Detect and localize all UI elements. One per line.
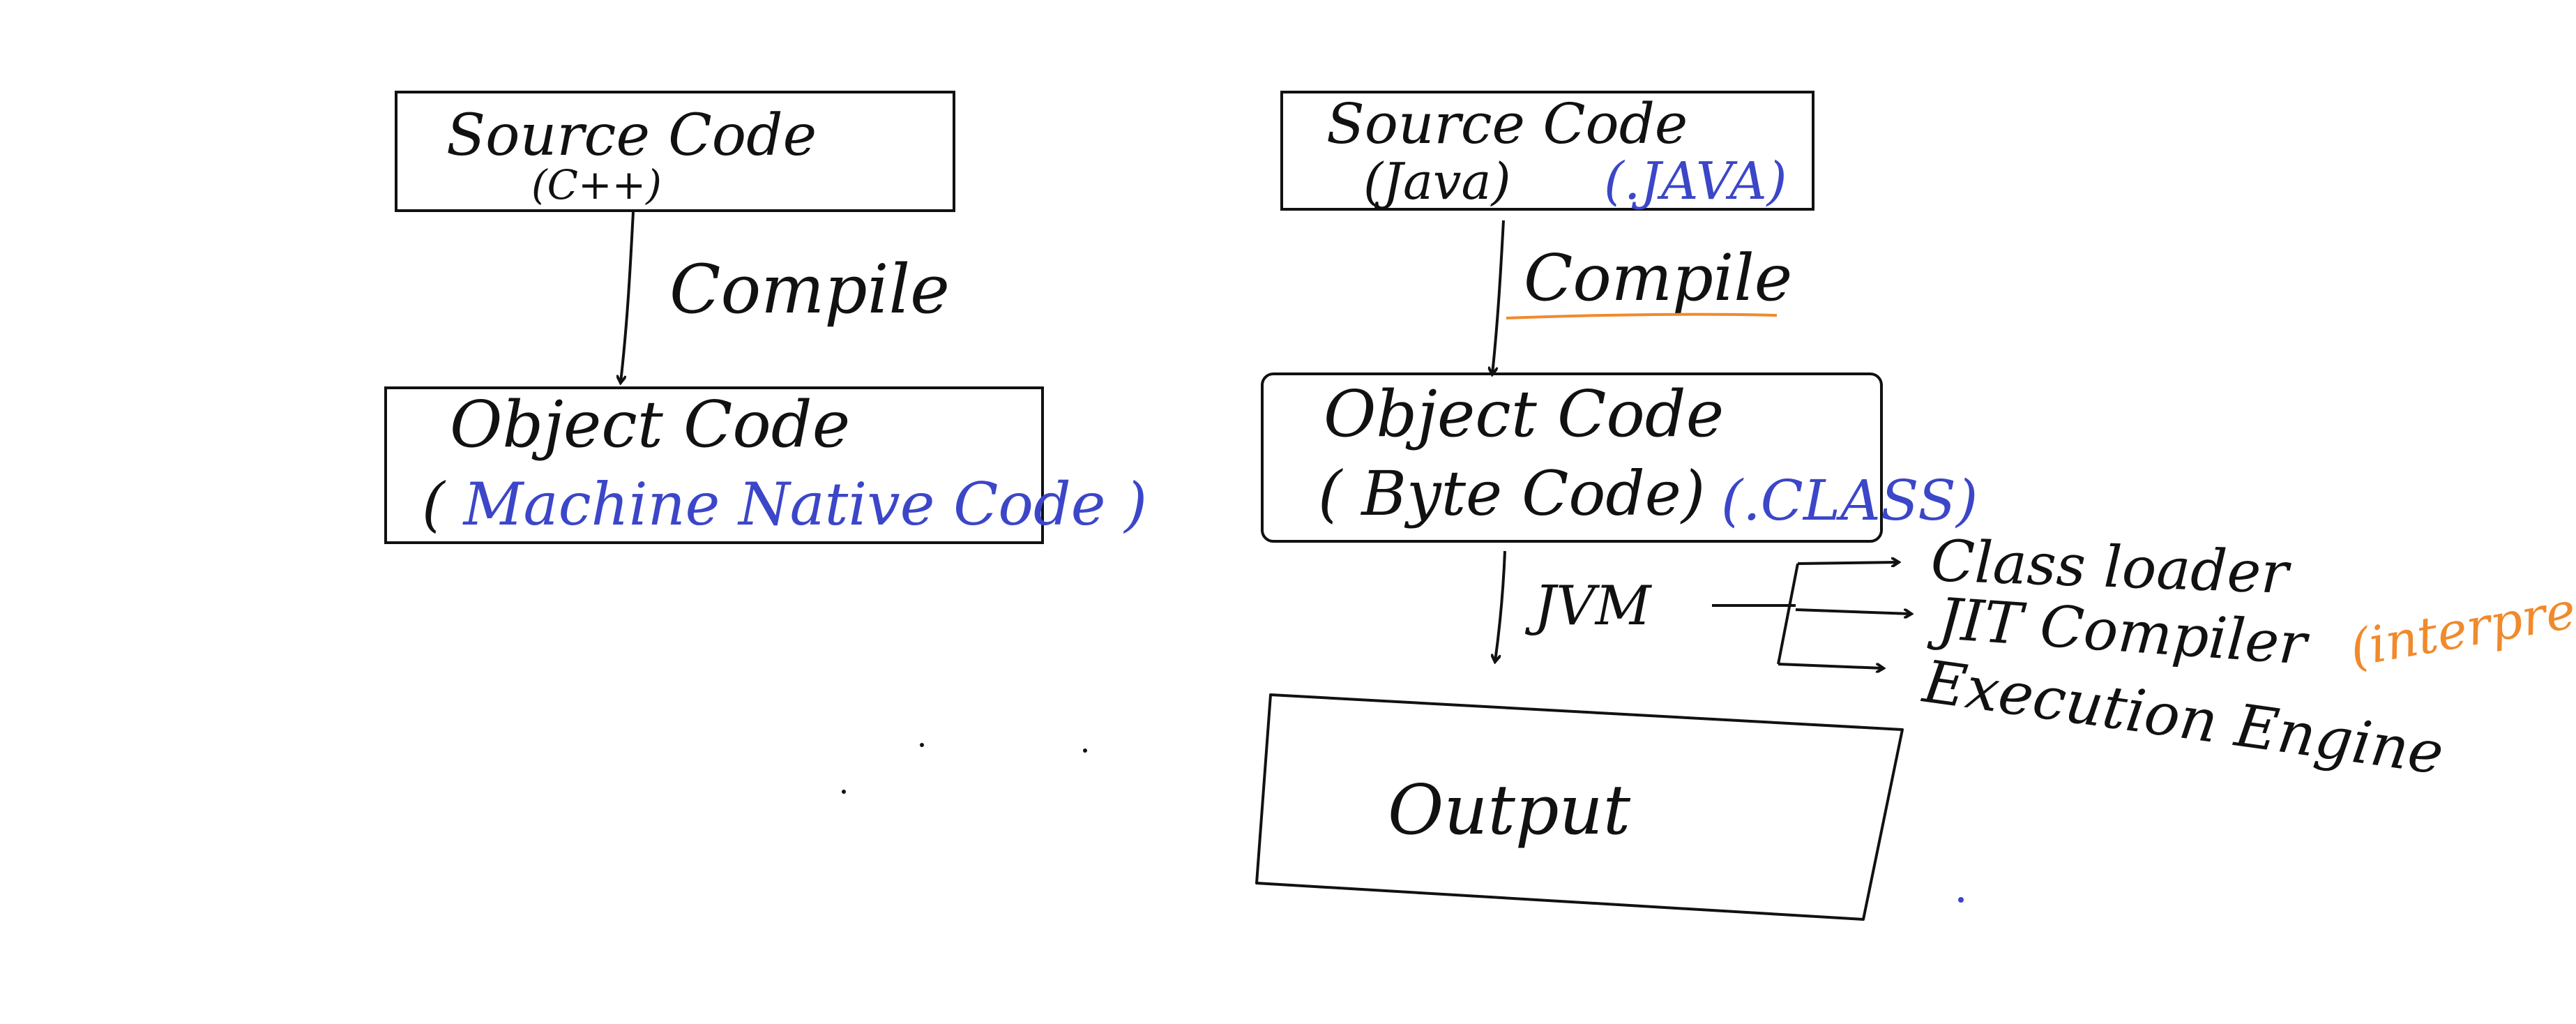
java-source-title: Source Code [1326,91,1688,156]
cpp-object-title: Object Code [450,387,850,462]
jit-interpreter-note: (interpreter) [2345,564,2576,678]
jvm-component-class-loader: Class loader [1930,528,2293,607]
jvm-down-arrow [1495,550,1506,661]
stray-dot [1958,897,1964,903]
jvm-arrow-execution [1778,663,1883,668]
java-compile-arrow [1492,220,1505,374]
stray-dot [842,790,846,794]
java-object-bytecode: ( Byte Code) [1318,458,1705,529]
java-source-lang: (Java) [1363,152,1511,211]
cpp-native-open-paren: ( [422,470,446,539]
cpp-source-title: Source Code [446,103,817,169]
cpp-source-lang: (C++) [531,161,662,209]
output-box [1255,693,1904,921]
java-object-box [1261,372,1883,543]
cpp-native-code-text: Machine Native Code [462,470,1105,539]
cpp-object-box [384,386,1044,544]
output-label: Output [1388,771,1631,850]
java-object-ext: (.CLASS) [1721,468,1978,533]
java-source-box [1280,91,1814,211]
java-source-ext: (.JAVA) [1604,151,1787,211]
cpp-source-box [395,91,955,212]
jvm-arrow-class-loader [1797,562,1898,564]
cpp-flow: Source Code (C++) Compile Object Code ( … [384,91,1147,544]
java-compile-underline [1506,313,1778,319]
jvm-label: JVM [1524,575,1653,638]
cpp-compile-arrow [621,211,635,382]
stray-dot [920,743,924,747]
cpp-compile-label: Compile [669,250,950,329]
java-object-title: Object Code [1324,377,1724,451]
jvm-branch-stem [1712,563,1799,665]
java-compile-label: Compile [1524,241,1792,315]
jvm-arrow-jit [1795,608,1911,614]
cpp-native-close-paren: ) [1123,470,1147,539]
java-flow: Source Code (Java) (.JAVA) Compile Objec… [1255,91,2576,921]
cpp-object-native: ( Machine Native Code ) [422,470,1147,539]
stray-dot [1083,748,1087,753]
